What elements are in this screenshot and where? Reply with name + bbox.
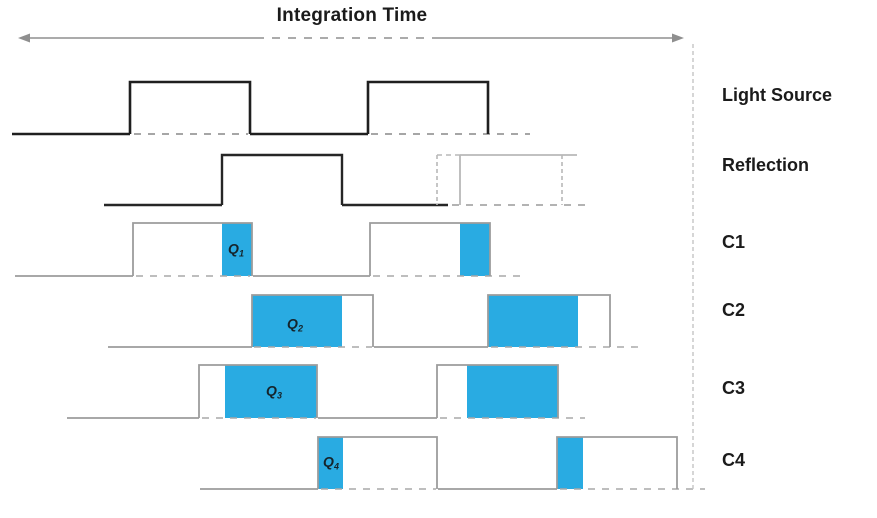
c1-pulse-1 — [132, 222, 253, 276]
row-label-light-source: Light Source — [722, 85, 833, 105]
q4-subscript: 4 — [333, 461, 339, 472]
charge-label-q3: Q3 — [266, 384, 282, 401]
c4-charge-region-2 — [557, 437, 583, 489]
c2-charge-region-2 — [488, 295, 578, 347]
q1-subscript: 1 — [238, 248, 244, 259]
row-label-c1: C1 — [722, 232, 746, 252]
c3-charge-region-2 — [467, 365, 558, 418]
c3-pulse-1 — [198, 364, 318, 418]
c2-pulse-2 — [487, 294, 611, 347]
charge-label-q1: Q1 — [228, 242, 244, 259]
c1-charge-region-2 — [460, 223, 490, 276]
q2-symbol: Q — [287, 315, 298, 332]
c3-charge-region-1 — [225, 365, 317, 418]
charge-label-q2: Q2 — [287, 317, 303, 334]
q4-symbol: Q — [323, 453, 334, 470]
reflection-pulse-1 — [220, 153, 344, 205]
c1-pulse-2 — [369, 222, 491, 276]
charge-label-q4: Q4 — [323, 455, 339, 472]
row-label-reflection: Reflection — [722, 155, 810, 175]
q3-symbol: Q — [266, 382, 277, 399]
row-label-c3: C3 — [722, 378, 746, 398]
integration-time-title: Integration Time — [276, 5, 428, 26]
c4-pulse-2 — [556, 436, 678, 489]
arrowhead-right-icon — [672, 33, 684, 43]
q1-symbol: Q — [228, 240, 239, 257]
c1-charge-region-1 — [222, 223, 252, 276]
c4-pulse-1 — [317, 436, 438, 489]
c3-pulse-2 — [436, 364, 559, 418]
light-source-pulse-2 — [366, 80, 490, 134]
light-source-pulse-1 — [128, 80, 252, 134]
q2-subscript: 2 — [297, 323, 303, 334]
row-label-c2: C2 — [722, 300, 746, 320]
row-label-c4: C4 — [722, 450, 746, 470]
arrowhead-left-icon — [18, 33, 30, 43]
c2-charge-region-1 — [252, 295, 342, 347]
c4-charge-region-1 — [318, 437, 343, 489]
q3-subscript: 3 — [276, 390, 282, 401]
c2-pulse-1 — [251, 294, 374, 347]
